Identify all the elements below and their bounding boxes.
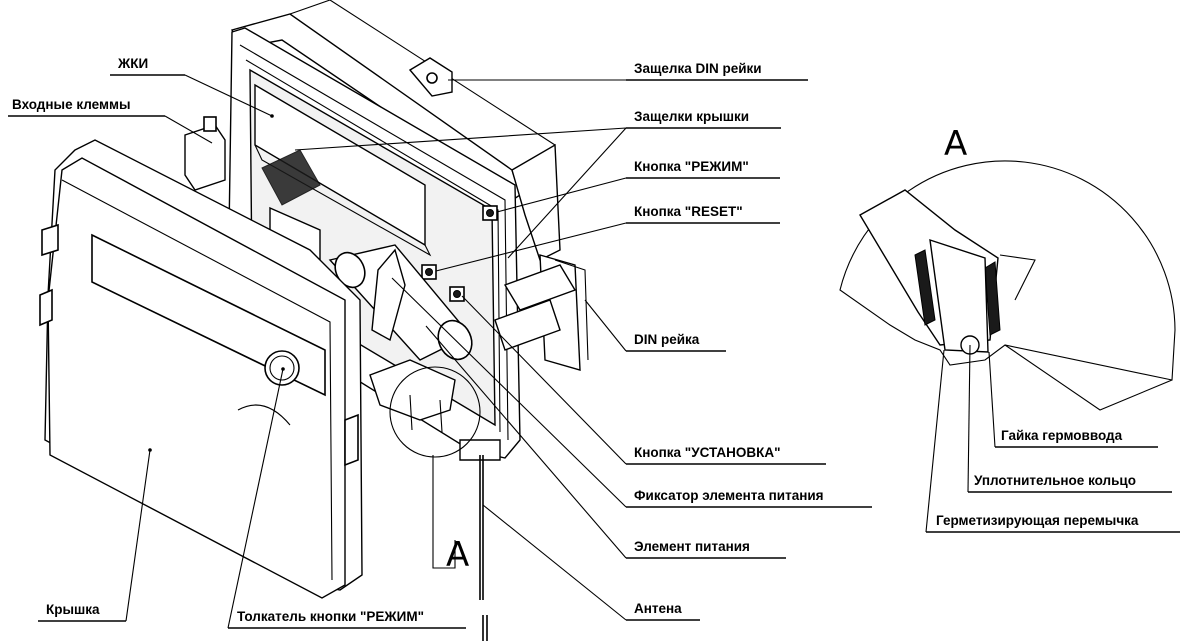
label-din-latch: Защелка DIN рейки [634,61,762,76]
label-din-rail: DIN рейка [634,332,700,347]
detail-mark-a: A [446,535,469,575]
label-input-terminals: Входные клеммы [12,97,130,112]
label-sealing-jumper: Герметизирующая перемычка [936,513,1139,528]
label-cover: Крышка [46,602,100,617]
label-lcd: ЖКИ [117,56,148,71]
label-setup-button: Кнопка "УСТАНОВКА" [634,445,781,460]
label-battery-clamp: Фиксатор элемента питания [634,488,824,503]
front-cover [39,139,363,599]
label-battery: Элемент питания [634,539,750,554]
label-reset-button: Кнопка "RESET" [634,204,743,219]
label-gland-nut: Гайка гермоввода [1001,428,1123,443]
detail-view-a [839,160,1176,411]
label-antenna: Антена [634,601,682,616]
label-seal-ring: Уплотнительное кольцо [974,473,1136,488]
label-mode-pusher: Толкатель кнопки "РЕЖИМ" [237,609,424,624]
label-mode-button: Кнопка "РЕЖИМ" [634,159,749,174]
detail-title-a: A [944,124,967,164]
label-cover-latches: Защелки крышки [634,109,749,124]
